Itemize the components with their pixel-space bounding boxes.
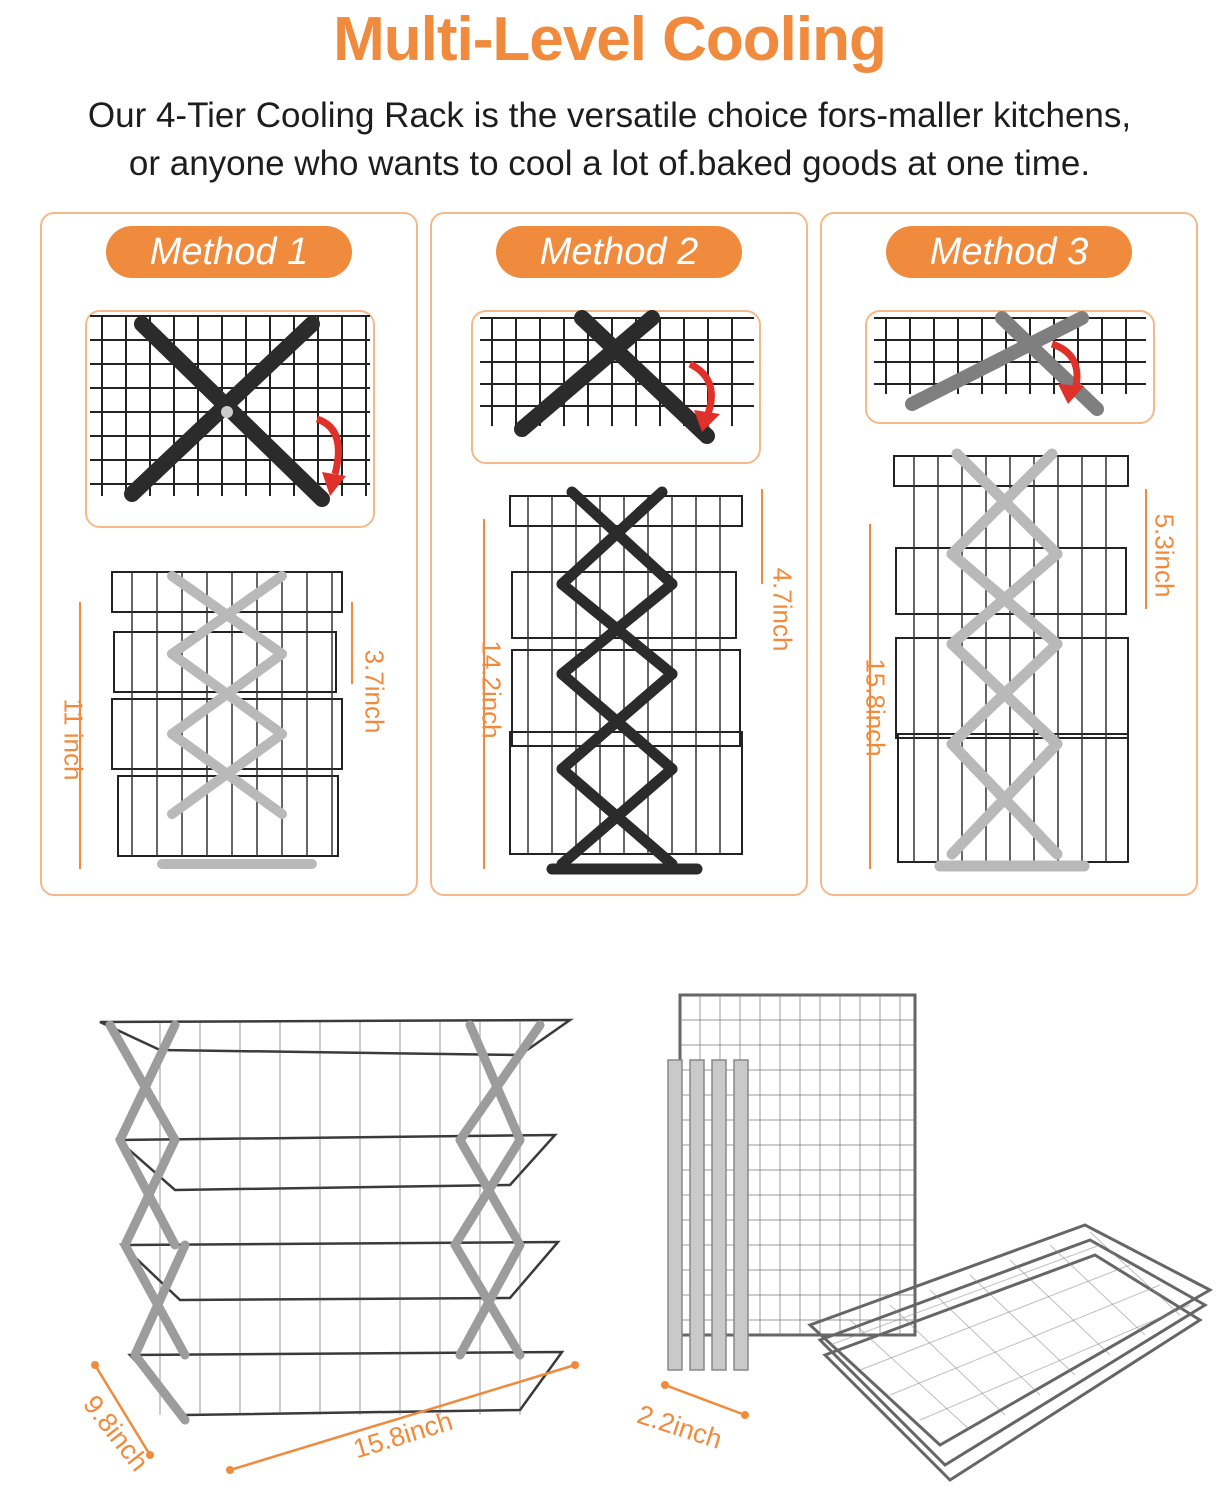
folded-rack-photo: [661, 993, 1214, 1482]
unfolded-rack-photo: [91, 1018, 579, 1474]
method-3-fold-arrow: [1050, 340, 1081, 387]
depth-dimension: 9.8inch: [77, 1389, 155, 1477]
method-3-tier-spacing: 5.3inch: [1149, 513, 1180, 598]
method-2-rack-scissor: [546, 486, 703, 875]
method-3-total-height: 15.8inch: [860, 658, 891, 757]
method-1-tier-spacing: 3.7inch: [359, 649, 390, 734]
method-2-tier-spacing: 4.7inch: [767, 567, 798, 652]
method-2-rack-tiers: [509, 495, 743, 855]
method-2-panel: Method 2 4.: [430, 212, 808, 896]
method-3-detail-scissor: [905, 311, 1104, 416]
method-2-dimension-lines: [483, 489, 763, 869]
page-subtitle: Our 4-Tier Cooling Rack is the versatile…: [20, 92, 1199, 188]
subtitle-line-1: Our 4-Tier Cooling Rack is the versatile…: [87, 96, 1132, 135]
method-1-rack-scissor: [157, 571, 317, 869]
method-1-fold-arrow: [315, 415, 342, 475]
method-2-fold-arrow: [688, 360, 715, 416]
method-1-badge: Method 1: [106, 226, 352, 278]
method-3-rack-scissor: [934, 448, 1090, 872]
method-1-total-height: 11 inch: [58, 698, 89, 781]
page-title: Multi-Level Cooling: [333, 5, 887, 74]
method-3-rack-tiers: [893, 455, 1129, 863]
method-1-detail-scissor: [124, 316, 330, 507]
method-2-detail-scissor: [514, 310, 715, 444]
method-3-dimension-lines: [869, 489, 1147, 869]
method-1-dimension-lines: [79, 602, 353, 869]
method-1-panel: Method 1: [40, 212, 418, 896]
method-2-badge: Method 2: [496, 226, 742, 278]
method-2-total-height: 14.2inch: [476, 640, 507, 739]
method-2-illustration: [471, 310, 763, 875]
subtitle-line-2: or anyone who wants to cool a lot of.bak…: [128, 144, 1091, 183]
folded-thickness-dimension: 2.2inch: [633, 1399, 726, 1455]
method-1-illustration: [79, 310, 375, 869]
method-3-illustration: [865, 310, 1155, 872]
width-dimension: 15.8inch: [349, 1405, 457, 1465]
method-3-badge: Method 3: [886, 226, 1132, 278]
method-3-panel: Method 3 5.: [820, 212, 1198, 896]
